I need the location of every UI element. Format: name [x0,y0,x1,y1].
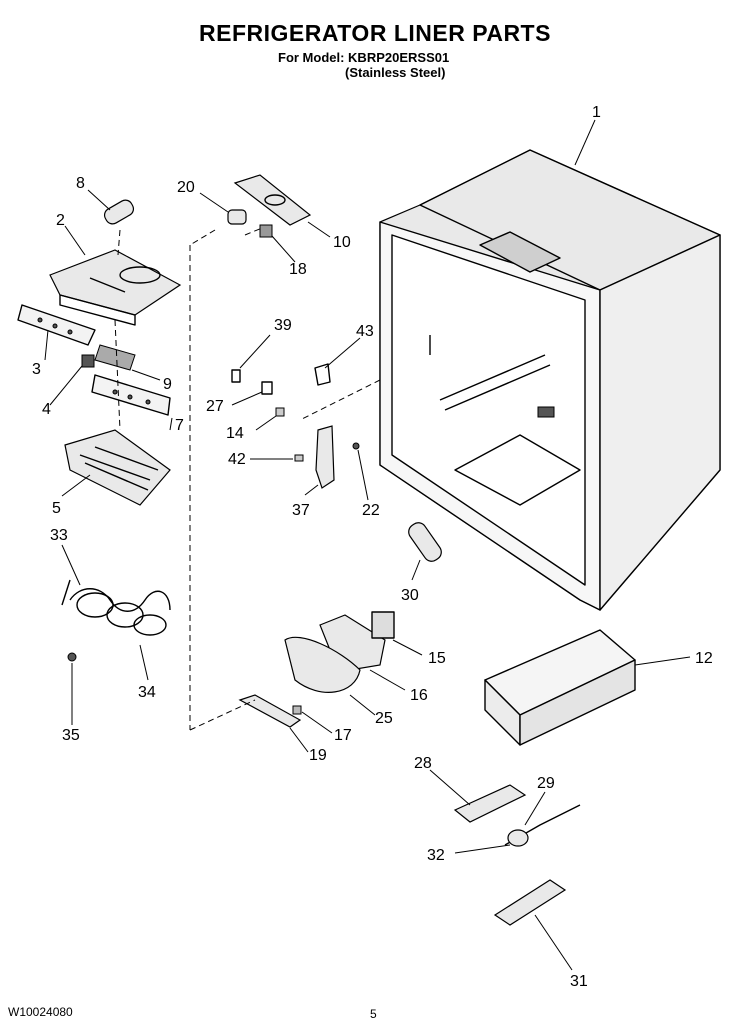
callout-30: 30 [401,587,419,604]
finish-label: (Stainless Steel) [345,65,446,80]
callout-28: 28 [414,755,432,772]
leader-lines [44,119,691,971]
page-title: REFRIGERATOR LINER PARTS [199,20,551,46]
callout-8: 8 [76,175,85,192]
page-number: 5 [370,1007,377,1021]
document-number: W10024080 [8,1005,73,1019]
part-bracket [91,374,171,416]
callout-5: 5 [52,500,61,517]
part-bin [484,629,636,746]
callout-1: 1 [592,104,601,121]
callout-20: 20 [177,179,195,196]
assembly-lines [114,227,381,731]
callout-39: 39 [274,317,292,334]
callout-32: 32 [427,847,445,864]
callout-labels: 1 8 20 10 2 18 39 43 3 9 27 4 14 7 42 37… [32,104,713,990]
callout-9: 9 [163,376,172,393]
callout-2: 2 [56,212,65,229]
part-socket [227,209,273,238]
callout-18: 18 [289,261,307,278]
callout-14: 14 [226,425,244,442]
part-screw-35 [67,652,77,662]
callout-7: 7 [175,417,184,434]
callout-15: 15 [428,650,446,667]
part-heater [61,579,171,636]
callout-16: 16 [410,687,428,704]
part-small-fittings [231,363,360,489]
part-lower-fixture [238,611,395,728]
callout-3: 3 [32,361,41,378]
callout-34: 34 [138,684,156,701]
part-lower-right [453,784,581,926]
callout-31: 31 [570,973,588,990]
callout-10: 10 [333,234,351,251]
callout-25: 25 [375,710,393,727]
part-grille [64,429,171,506]
callout-19: 19 [309,747,327,764]
part-switch [81,344,136,371]
model-label: For Model: KBRP20ERSS01 [278,50,450,65]
part-control-housing [49,249,182,326]
part-tube [408,522,442,562]
callout-35: 35 [62,727,80,744]
part-bulb [103,199,135,225]
callout-43: 43 [356,323,374,340]
part-panel [17,304,96,346]
part-light-housing [233,174,312,226]
callout-12: 12 [695,650,713,667]
callout-37: 37 [292,502,310,519]
callout-33: 33 [50,527,68,544]
callout-27: 27 [206,398,224,415]
callout-42: 42 [228,451,246,468]
callout-29: 29 [537,775,555,792]
part-liner-box [379,149,721,611]
callout-17: 17 [334,727,352,744]
callout-22: 22 [362,502,380,519]
callout-4: 4 [42,401,51,418]
